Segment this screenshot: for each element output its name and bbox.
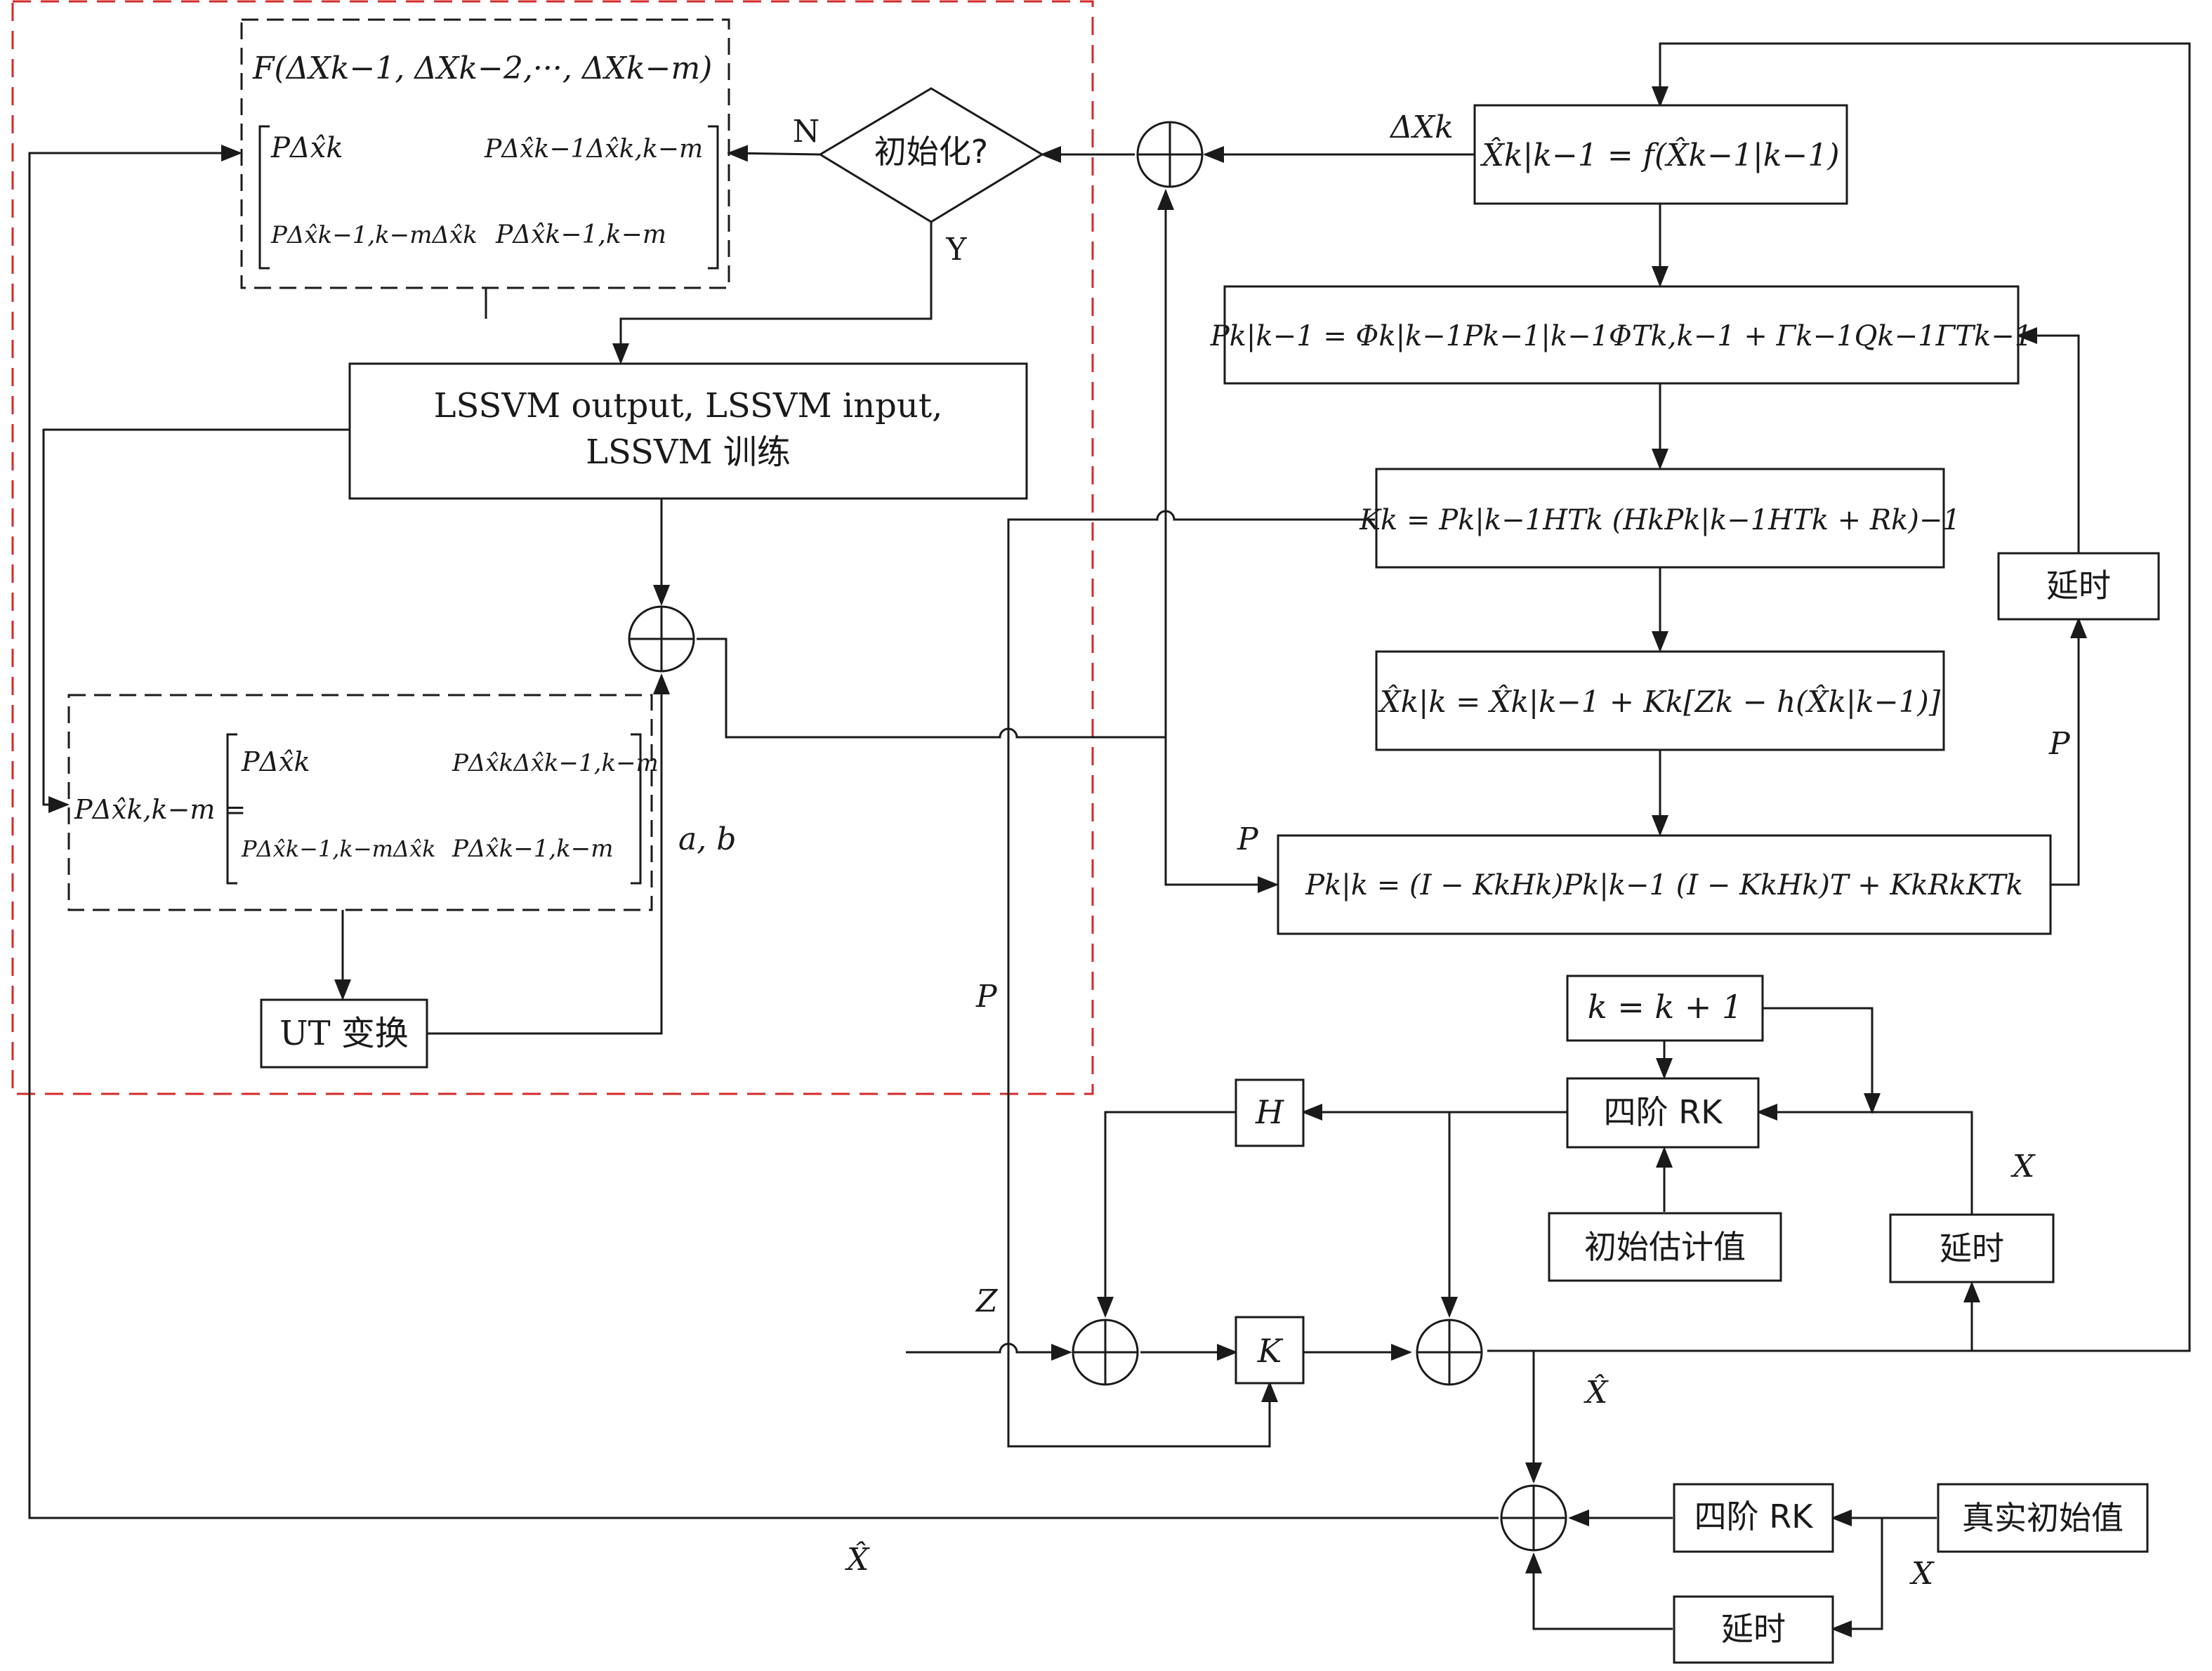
matrix-bracket-left-bottom [226,733,237,885]
matrix-bottom-m12: PΔx̂kΔx̂k−1,k−m [452,749,659,777]
lssvm-box: LSSVM output, LSSVM input, LSSVM 训练 [348,362,1028,500]
matrix-bottom-m11: PΔx̂k [241,746,310,777]
k-box: K [1235,1316,1305,1385]
delay-mid-label: 延时 [1940,1229,2004,1267]
decision-text: 初始化? [874,133,988,171]
z-label: Z [975,1283,999,1319]
delay-right-label: 延时 [2046,567,2111,605]
k-increment-box: k = k + 1 [1566,975,1764,1042]
ut-transform-box: UT 变换 [260,998,428,1069]
sum-junction-bottom [1500,1484,1567,1552]
sum-junction-top [1136,121,1204,188]
kalman-gain-box: Kk = Pk|k−1HTk (HkPk|k−1HTk + Rk)−1 [1359,468,1961,569]
matrix-top-m11: PΔx̂k [270,132,343,164]
delay-box-bottom: 延时 [1673,1595,1834,1664]
update-covariance-formula: Pk|k = (I − KkHk)Pk|k−1 (I − KkHk)T + Kk… [1305,869,2023,901]
initial-estimate-box: 初始估计值 [1548,1212,1782,1282]
decision-no-label: N [793,114,820,150]
h-box: H [1235,1078,1305,1147]
ut-transform-label: UT 变换 [279,1014,409,1053]
sum-junction-z [1072,1319,1139,1386]
matrix-bracket-right-bottom [631,733,642,885]
k-increment-label: k = k + 1 [1588,988,1743,1026]
sum-junction-mid [628,605,695,673]
delay-box-right: 延时 [1997,552,2160,621]
predict-state-formula: X̂k|k−1 = f(X̂k−1|k−1) [1480,136,1840,173]
rk4-bottom-box: 四阶 RK [1673,1483,1834,1553]
k-label: K [1257,1332,1284,1370]
connectors [28,42,2191,1637]
matrix-top-m12: PΔx̂k−1Δx̂k,k−m [484,135,703,164]
lssvm-function-label: F(ΔXk−1, ΔXk−2,···, ΔXk−m) [252,51,712,86]
decision-yes-label: Y [945,232,967,268]
matrix-top-m21: PΔx̂k−1,k−mΔx̂k [270,221,478,249]
matrix-top-m22: PΔx̂k−1,k−m [495,220,666,249]
update-covariance-box: Pk|k = (I − KkHk)Pk|k−1 (I − KkHk)T + Kk… [1277,834,2052,935]
ab-label: a, b [678,821,736,857]
p-label-right: P [2048,726,2071,762]
matrix-bracket-left-top [258,125,270,270]
dashed-box-bottom: PΔx̂k,k−m = PΔx̂k PΔx̂kΔx̂k−1,k−m PΔx̂k−… [67,694,659,911]
matrix-bottom-m22: PΔx̂k−1,k−m [452,835,613,863]
update-state-box: X̂k|k = X̂k|k−1 + Kk[Zk − h(X̂k|k−1)] [1375,650,1945,751]
red-dashed-region [11,0,1094,1095]
x-right-label: X [2010,1149,2036,1184]
covariance-lhs: PΔx̂k,k−m = [74,794,246,825]
rk4-bottom-label: 四阶 RK [1694,1498,1815,1535]
predict-covariance-formula: Pk|k−1 = Φk|k−1Pk−1|k−1ΦTk,k−1 + Γk−1Qk−… [1210,320,2032,352]
rk4-top-label: 四阶 RK [1604,1093,1724,1131]
sum-junction-k [1416,1319,1483,1386]
initial-estimate-label: 初始估计值 [1584,1228,1746,1266]
update-state-formula: X̂k|k = X̂k|k−1 + Kk[Zk − h(X̂k|k−1)] [1378,683,1941,719]
rk4-top-box: 四阶 RK [1566,1077,1760,1149]
initialize-decision: 初始化? [818,87,1044,223]
delta-x-label: ΔXk [1389,110,1454,145]
kalman-gain-formula: Kk = Pk|k−1HTk (HkPk|k−1HTk + Rk)−1 [1359,504,1961,536]
x-hat-bottom-label: X̂ [845,1540,870,1578]
delay-bottom-label: 延时 [1721,1610,1786,1648]
dashed-box-top: F(ΔXk−1, ΔXk−2,···, ΔXk−m) PΔx̂k PΔx̂k−1… [240,18,730,289]
predict-covariance-box: Pk|k−1 = Φk|k−1Pk−1|k−1ΦTk,k−1 + Γk−1Qk−… [1210,285,2032,385]
true-initial-label: 真实初始值 [1962,1499,2124,1537]
matrix-bracket-right-top [708,125,719,270]
x-bottom-label: X [1909,1556,1935,1592]
h-label: H [1255,1093,1284,1131]
predict-state-box: X̂k|k−1 = f(X̂k−1|k−1) [1473,104,1848,205]
lssvm-line-2: LSSVM 训练 [586,432,791,472]
p-label-update: P [1237,821,1259,857]
delay-box-mid: 延时 [1889,1213,2055,1283]
lssvm-line-1: LSSVM output, LSSVM input, [434,386,943,425]
matrix-bottom-m21: PΔx̂k−1,k−mΔx̂k [241,835,436,862]
p-label-left: P [975,979,998,1015]
true-initial-box: 真实初始值 [1937,1483,2149,1553]
x-hat-mid-label: X̂ [1584,1373,1609,1411]
